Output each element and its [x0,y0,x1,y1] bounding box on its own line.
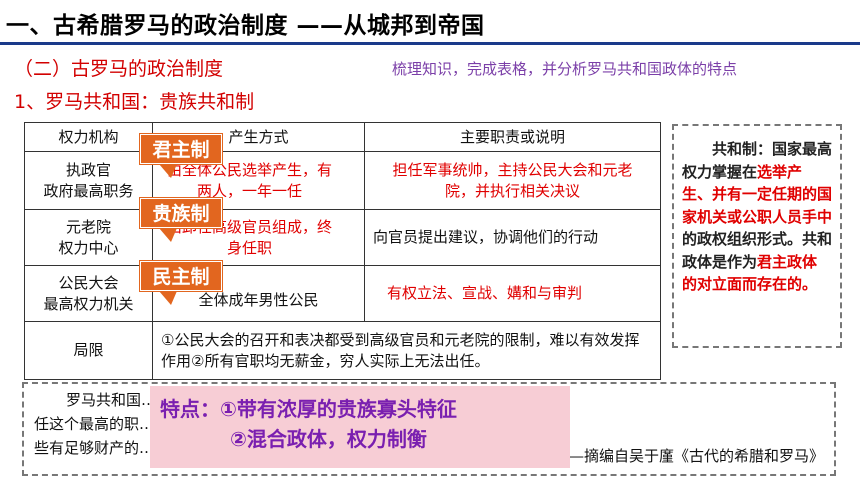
section-heading: 1、罗马共和国：贵族共和制 [14,91,255,113]
header-duty: 主要职责或说明 [364,122,661,152]
definition-text-2: 的政权组织形式。共和政体是作为 [682,230,833,271]
subtitle: （二）古罗马的政治制度 [14,58,224,80]
quote-source: ——摘编自吴于廑《古代的希腊和罗马》 [553,447,824,465]
instruction-text: 梳理知识，完成表格，并分析罗马共和国政体的特点 [392,60,738,78]
page-title: 一、古希腊罗马的政治制度 ——从城邦到帝国 [6,13,485,39]
feature-callout: 特点：①带有浓厚的贵族寡头特征 ②混合政体，权力制衡 [150,386,570,468]
organ-cell: 元老院权力中心 [24,209,153,266]
organ-cell: 执政官政府最高职务 [24,151,153,210]
table-header-row: 权力机构 产生方式 主要职责或说明 [24,122,661,152]
organ-cell: 公民大会最高权力机关 [24,265,153,322]
table-row: 公民大会最高权力机关 全体成年男性公民 有权立法、宣战、媾和与审判 [24,265,661,322]
method-cell: 由全体公民选举产生，有两人，一年一任 [152,151,365,210]
definition-highlight: 选举产生、并有一定任期的国家机关或公职人员手中 [682,162,833,226]
definition-text: 共和制：国家最高权力掌握在 [682,140,833,181]
feature-line-2: ②混合政体，权力制衡 [230,427,427,451]
limit-label: 局限 [24,321,153,380]
feature-line-1: 特点：①带有浓厚的贵族寡头特征 [160,397,457,421]
definition-highlight-2: 君主政体的对立面而存在的。 [682,252,818,294]
table-row: 执政官政府最高职务 由全体公民选举产生，有两人，一年一任 担任军事统帅，主持公民… [24,151,661,210]
republic-table: 权力机构 产生方式 主要职责或说明 执政官政府最高职务 由全体公民选举产生，有两… [24,122,661,380]
table-row: 局限 ①公民大会的召开和表决都受到高级官员和元老院的限制，难以有效发挥作用②所有… [24,321,661,380]
badge-democracy: 民主制 [140,261,222,305]
header-organ: 权力机构 [24,122,153,152]
duty-cell: 担任军事统帅，主持公民大会和元老院，并执行相关决议 [364,151,661,210]
badge-monarchy: 君主制 [140,134,222,178]
table-row: 元老院权力中心 由卸任高级官员组成，终身任职 向官员提出建议，协调他们的行动 [24,209,661,266]
duty-cell: 向官员提出建议，协调他们的行动 [364,209,661,266]
title-divider [0,42,860,45]
method-cell: 由卸任高级官员组成，终身任职 [152,209,365,266]
republic-definition-box: 共和制：国家最高权力掌握在选举产生、并有一定任期的国家机关或公职人员手中的政权组… [672,124,842,348]
duty-cell: 有权立法、宣战、媾和与审判 [364,265,661,322]
badge-aristocracy: 贵族制 [140,198,222,242]
limit-text: ①公民大会的召开和表决都受到高级官员和元老院的限制，难以有效发挥作用②所有官职均… [152,321,661,380]
